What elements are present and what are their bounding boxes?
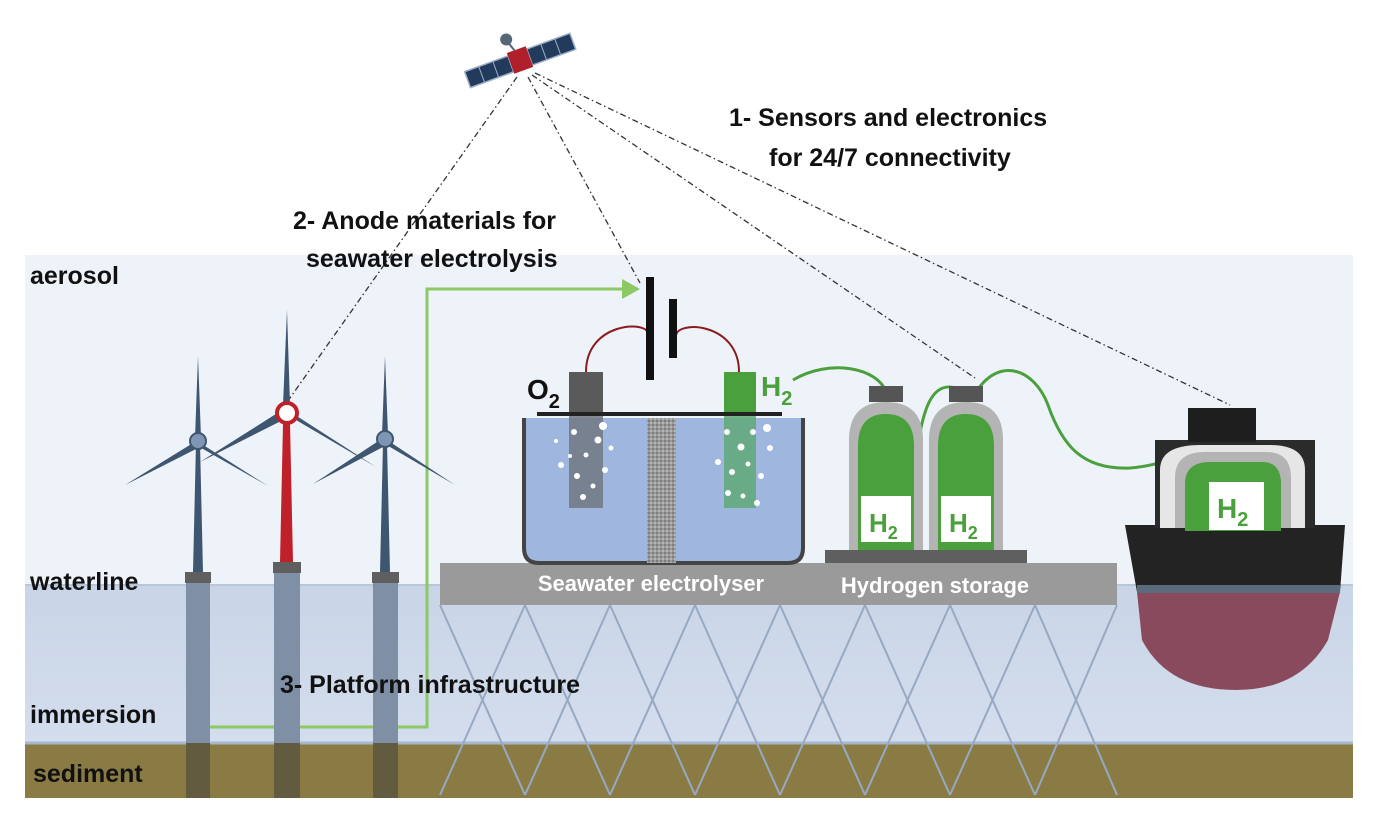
battery-icon [646, 277, 677, 380]
platform-jacket [439, 604, 1118, 796]
satellite-icon [463, 32, 577, 89]
callout-1-line2: for 24/7 connectivity [769, 144, 1011, 172]
gas-bubbles [554, 422, 773, 506]
callout-2-line1: 2- Anode materials for [293, 207, 556, 235]
membrane [647, 418, 676, 563]
callout-3: 3- Platform infrastructure [280, 671, 580, 699]
wind-turbine-left [125, 356, 268, 798]
zone-label-immersion: immersion [30, 701, 156, 729]
callout-2-line2: seawater electrolysis [306, 245, 558, 273]
immersion-zone [25, 585, 1353, 743]
oxygen-label: O2 [527, 374, 560, 413]
hydrogen-pipe-1 [792, 366, 888, 393]
hydrogen-label-electrolyser: H2 [761, 371, 792, 410]
platform-deck [440, 563, 1117, 605]
anode-electrode [569, 372, 603, 412]
electrolyser-label: Seawater electrolyser [538, 571, 765, 596]
power-cable [200, 287, 632, 729]
sediment-zone [25, 743, 1353, 798]
tanker-ship-icon: H2 [1125, 408, 1345, 690]
cathode-wire [675, 326, 740, 373]
svg-text:H2: H2 [949, 508, 978, 543]
wind-turbine-center [200, 310, 376, 798]
satellite-links [284, 72, 1231, 406]
zone-label-waterline: waterline [29, 568, 138, 596]
cathode-electrode [724, 372, 756, 412]
svg-text:H2: H2 [1217, 493, 1248, 531]
power-cable-arrow [622, 279, 640, 299]
zone-label-sediment: sediment [33, 760, 143, 788]
hydrogen-tank-right: H2 [929, 386, 1003, 550]
storage-label: Hydrogen storage [841, 573, 1029, 598]
electrolyser-tank [522, 412, 805, 565]
zone-label-aerosol: aerosol [30, 262, 119, 290]
wind-turbine-right [313, 356, 455, 798]
callout-1-line1: 1- Sensors and electronics [729, 104, 1047, 132]
svg-text:H2: H2 [869, 508, 898, 543]
hydrogen-tank-left: H2 [825, 386, 1027, 563]
anode-wire [585, 325, 649, 373]
